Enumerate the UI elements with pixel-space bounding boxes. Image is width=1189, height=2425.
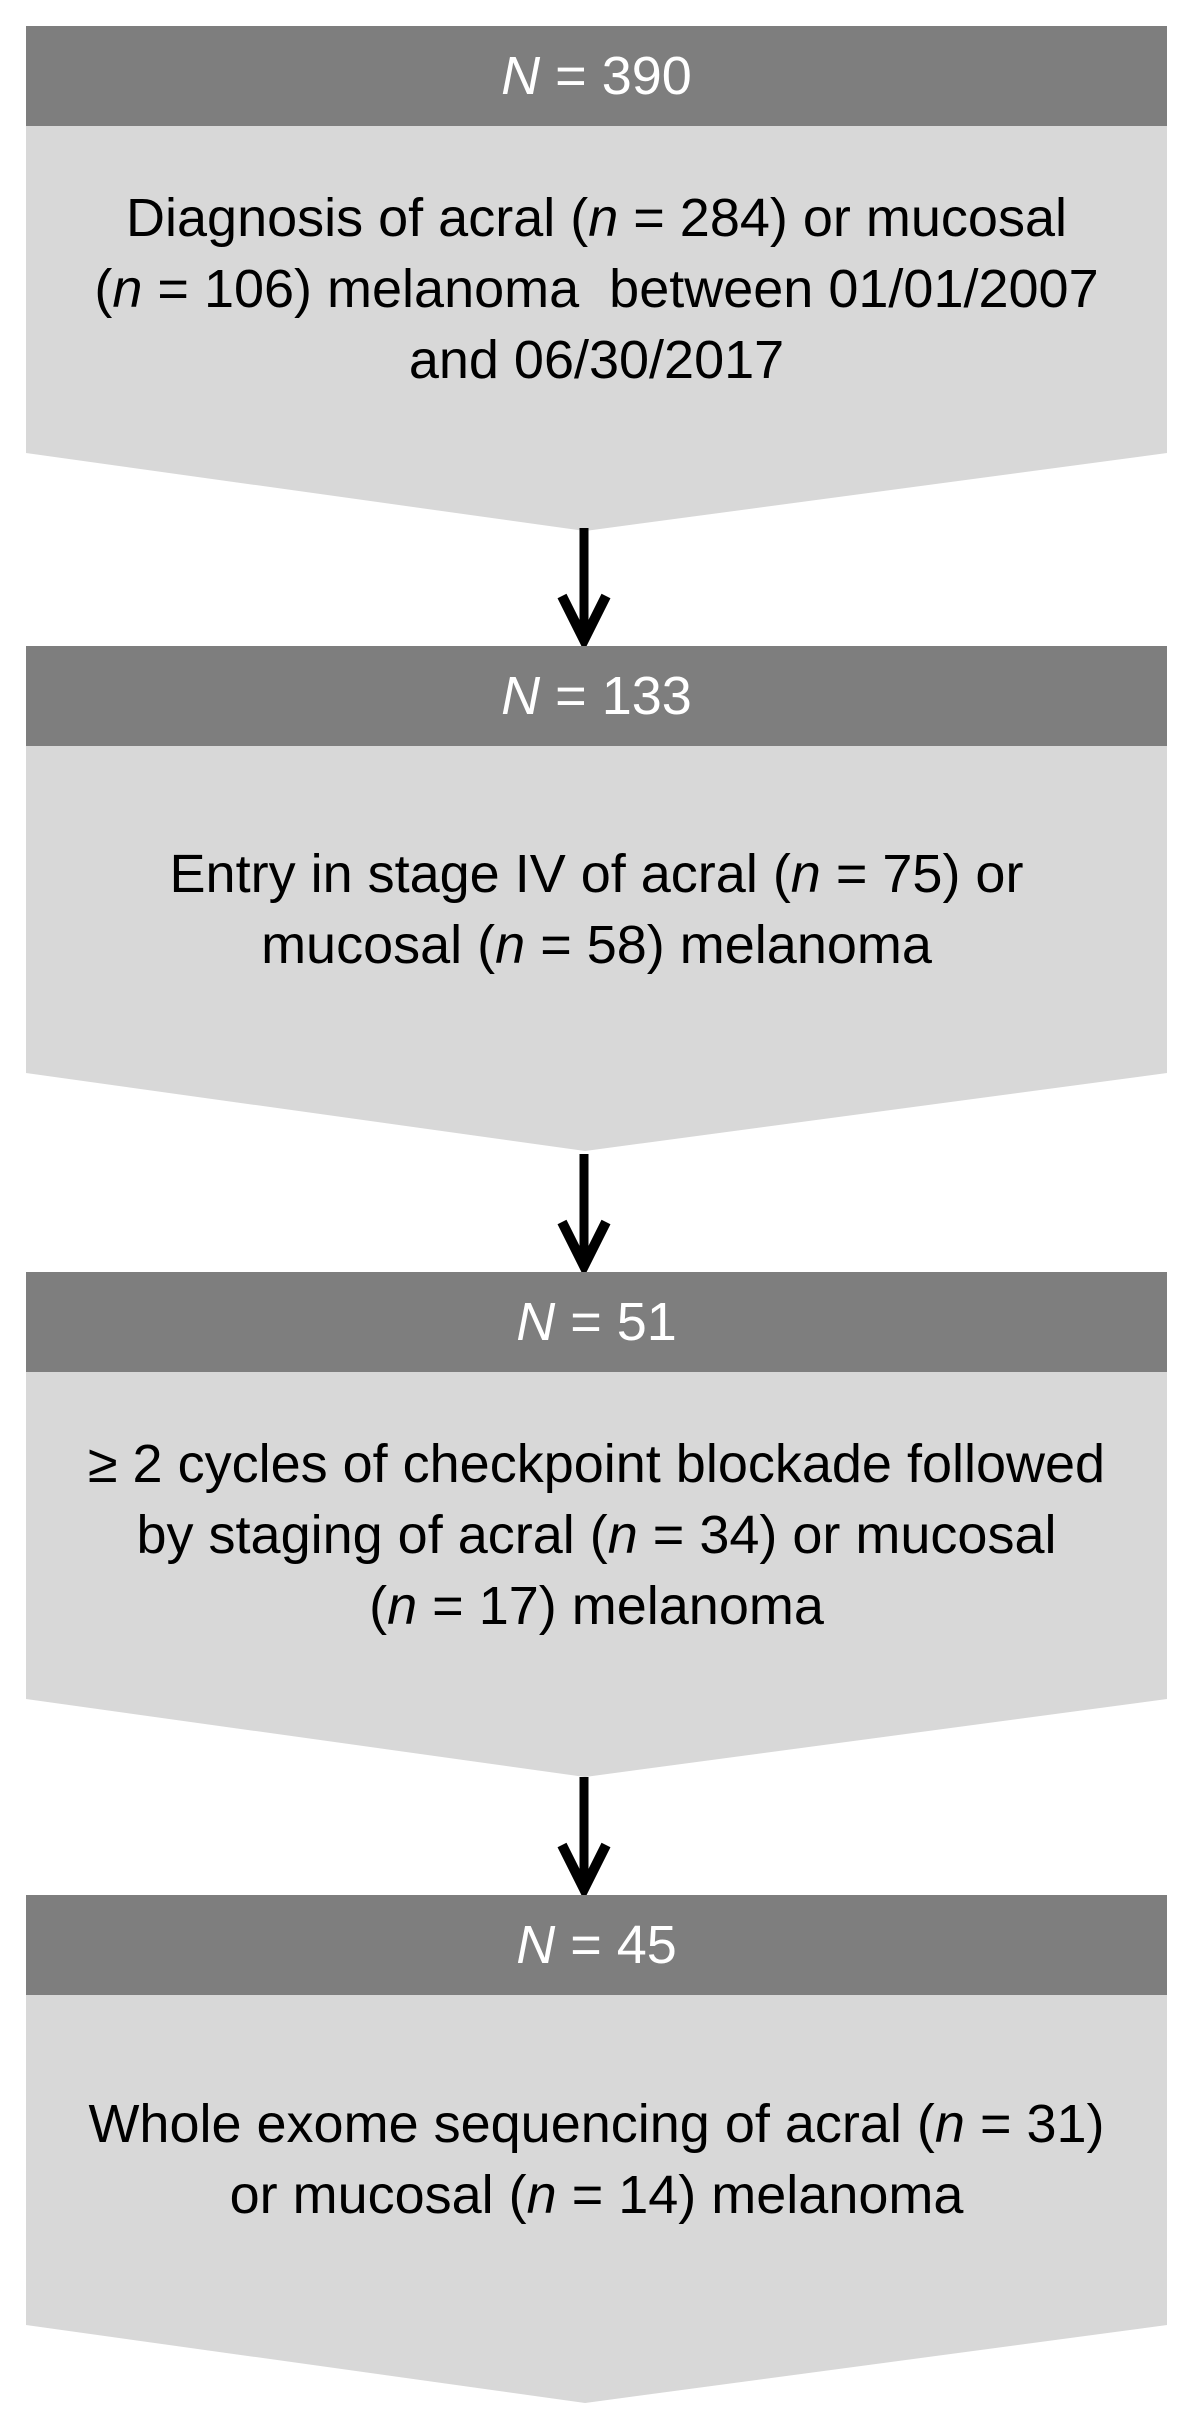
down-arrow	[556, 1154, 612, 1272]
step-count-bar: N = 133	[26, 646, 1167, 746]
step-count-text: N = 133	[501, 666, 692, 726]
step-description-line: and 06/30/2017	[408, 330, 785, 390]
flow-step-stage-iv: N = 133 Entry in stage IV of acral (n = …	[26, 646, 1167, 1151]
step-description: Entry in stage IV of acral (n = 75) or m…	[26, 746, 1167, 1151]
flow-step-diagnosis: N = 390 Diagnosis of acral (n = 284) or …	[26, 26, 1167, 531]
step-description: Diagnosis of acral (n = 284) or mucosal …	[26, 126, 1167, 531]
down-arrow-icon	[557, 1154, 611, 1272]
step-count-text: N = 51	[516, 1292, 677, 1352]
step-count-bar: N = 390	[26, 26, 1167, 126]
down-arrow-icon	[557, 528, 611, 646]
step-description-line: Diagnosis of acral (n = 284) or mucosal	[126, 188, 1067, 248]
down-arrow	[556, 528, 612, 646]
step-description: Whole exome sequencing of acral (n = 31)…	[26, 1995, 1167, 2403]
down-arrow-icon	[557, 1777, 611, 1895]
flow-step-whole-exome-sequencing: N = 45 Whole exome sequencing of acral (…	[26, 1895, 1167, 2403]
step-description-line: Whole exome sequencing of acral (n = 31)	[88, 2094, 1105, 2154]
step-description-line: (n = 106) melanoma between 01/01/2007	[94, 259, 1099, 319]
step-count-text: N = 390	[501, 46, 692, 106]
step-description: ≥ 2 cycles of checkpoint blockade follow…	[26, 1372, 1167, 1777]
step-description-line: or mucosal (n = 14) melanoma	[229, 2165, 964, 2225]
step-description-line: Entry in stage IV of acral (n = 75) or	[169, 843, 1024, 904]
down-arrow	[556, 1777, 612, 1895]
step-description-line: (n = 17) melanoma	[369, 1576, 824, 1636]
flow-step-checkpoint-blockade: N = 51 ≥ 2 cycles of checkpoint blockade…	[26, 1272, 1167, 1777]
step-description-line: ≥ 2 cycles of checkpoint blockade follow…	[87, 1434, 1106, 1494]
step-count-bar: N = 51	[26, 1272, 1167, 1372]
step-count-text: N = 45	[516, 1915, 677, 1975]
step-description-line: mucosal (n = 58) melanoma	[261, 914, 932, 975]
step-count-bar: N = 45	[26, 1895, 1167, 1995]
step-description-line: by staging of acral (n = 34) or mucosal	[136, 1505, 1057, 1565]
